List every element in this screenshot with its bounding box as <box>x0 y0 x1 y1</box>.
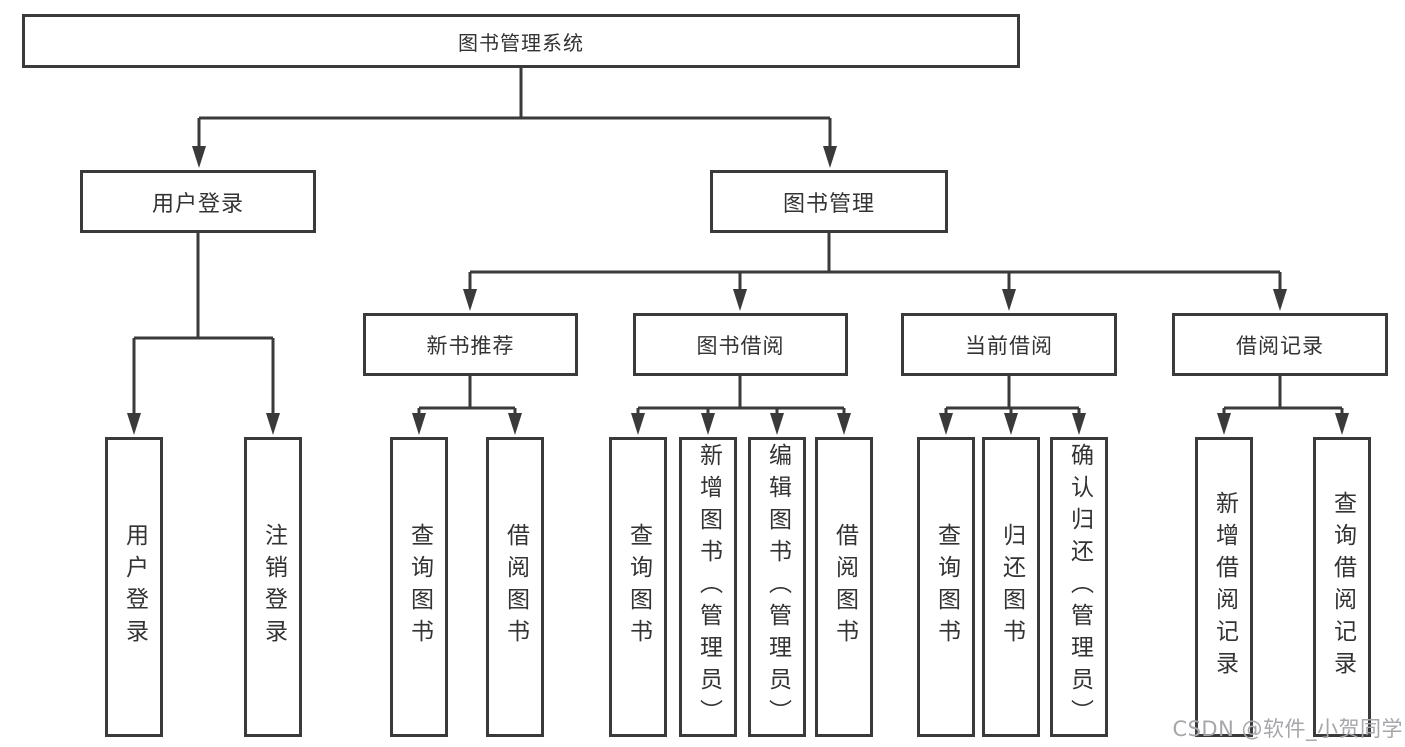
connector-borrow-to-leaves <box>636 376 846 419</box>
arrowhead <box>837 413 851 435</box>
arrowhead <box>701 413 715 435</box>
leaf-label: 新增图书（管理员） <box>695 443 722 731</box>
node-label: 当前借阅 <box>965 333 1053 358</box>
leaf-label: 查询图书 <box>933 523 960 651</box>
arrowhead <box>192 146 206 168</box>
leaf-confirm-return-admin: 确认归还（管理员） <box>1050 437 1108 737</box>
node-label: 用户登录 <box>151 191 244 217</box>
arrowhead <box>1002 289 1016 311</box>
node-label: 新书推荐 <box>426 333 515 358</box>
arrowhead <box>508 413 522 435</box>
leaf-label: 查询图书 <box>406 523 433 651</box>
arrowhead <box>733 289 747 311</box>
arrowhead <box>631 413 645 435</box>
arrowhead <box>939 413 953 435</box>
node-new-book-recommend: 新书推荐 <box>363 313 578 376</box>
leaf-return-books: 归还图书 <box>982 437 1040 737</box>
leaf-label: 编辑图书（管理员） <box>764 443 791 731</box>
leaf-label: 归还图书 <box>998 523 1025 651</box>
leaf-label: 新增借阅记录 <box>1211 491 1238 683</box>
node-label: 图书借阅 <box>696 333 785 358</box>
leaf-edit-books-admin: 编辑图书（管理员） <box>748 437 806 737</box>
leaf-borrow-books-recommend: 借阅图书 <box>486 437 544 737</box>
connector-mgmt-to-level3 <box>468 233 1282 295</box>
arrowhead <box>127 413 141 435</box>
connector-recommend-to-leaves <box>417 376 517 419</box>
leaf-label: 借阅图书 <box>502 523 529 651</box>
arrowhead <box>1004 413 1018 435</box>
leaf-query-borrow-record: 查询借阅记录 <box>1313 437 1371 737</box>
leaf-label: 确认归还（管理员） <box>1066 443 1093 731</box>
leaf-label: 查询图书 <box>625 523 652 651</box>
arrowhead <box>770 413 784 435</box>
node-book-borrow: 图书借阅 <box>633 313 848 376</box>
leaf-user-login: 用户登录 <box>105 437 163 737</box>
node-label: 图书管理 <box>782 191 875 217</box>
arrowhead <box>1072 413 1086 435</box>
leaf-borrow-books: 借阅图书 <box>815 437 873 737</box>
connector-root-to-level2 <box>197 68 832 150</box>
connector-login-to-leaves <box>132 233 275 419</box>
arrowhead <box>823 146 837 168</box>
node-borrow-records: 借阅记录 <box>1172 313 1388 376</box>
node-current-borrow: 当前借阅 <box>901 313 1117 376</box>
arrowhead <box>463 289 477 311</box>
leaf-add-books-admin: 新增图书（管理员） <box>679 437 737 737</box>
leaf-label: 用户登录 <box>121 523 148 651</box>
node-book-management: 图书管理 <box>710 170 948 233</box>
leaf-query-books-current: 查询图书 <box>917 437 975 737</box>
node-label: 借阅记录 <box>1236 333 1324 358</box>
leaf-query-books-borrow: 查询图书 <box>609 437 667 737</box>
arrowhead <box>1217 413 1231 435</box>
arrowhead <box>1335 413 1349 435</box>
connector-records-to-leaves <box>1222 376 1344 419</box>
leaf-add-borrow-record: 新增借阅记录 <box>1195 437 1253 737</box>
leaf-query-books-recommend: 查询图书 <box>390 437 448 737</box>
leaf-label: 借阅图书 <box>831 523 858 651</box>
leaf-label: 查询借阅记录 <box>1329 491 1356 683</box>
arrowhead <box>1273 289 1287 311</box>
leaf-label: 注销登录 <box>260 523 287 651</box>
leaf-logout: 注销登录 <box>244 437 302 737</box>
csdn-watermark: CSDN @软件_小贺同学 <box>1172 717 1403 741</box>
node-label: 图书管理系统 <box>458 30 584 55</box>
arrowhead <box>412 413 426 435</box>
node-library-system: 图书管理系统 <box>22 14 1020 68</box>
connector-current-to-leaves <box>944 376 1081 419</box>
arrowhead <box>266 413 280 435</box>
node-user-login: 用户登录 <box>80 170 316 233</box>
